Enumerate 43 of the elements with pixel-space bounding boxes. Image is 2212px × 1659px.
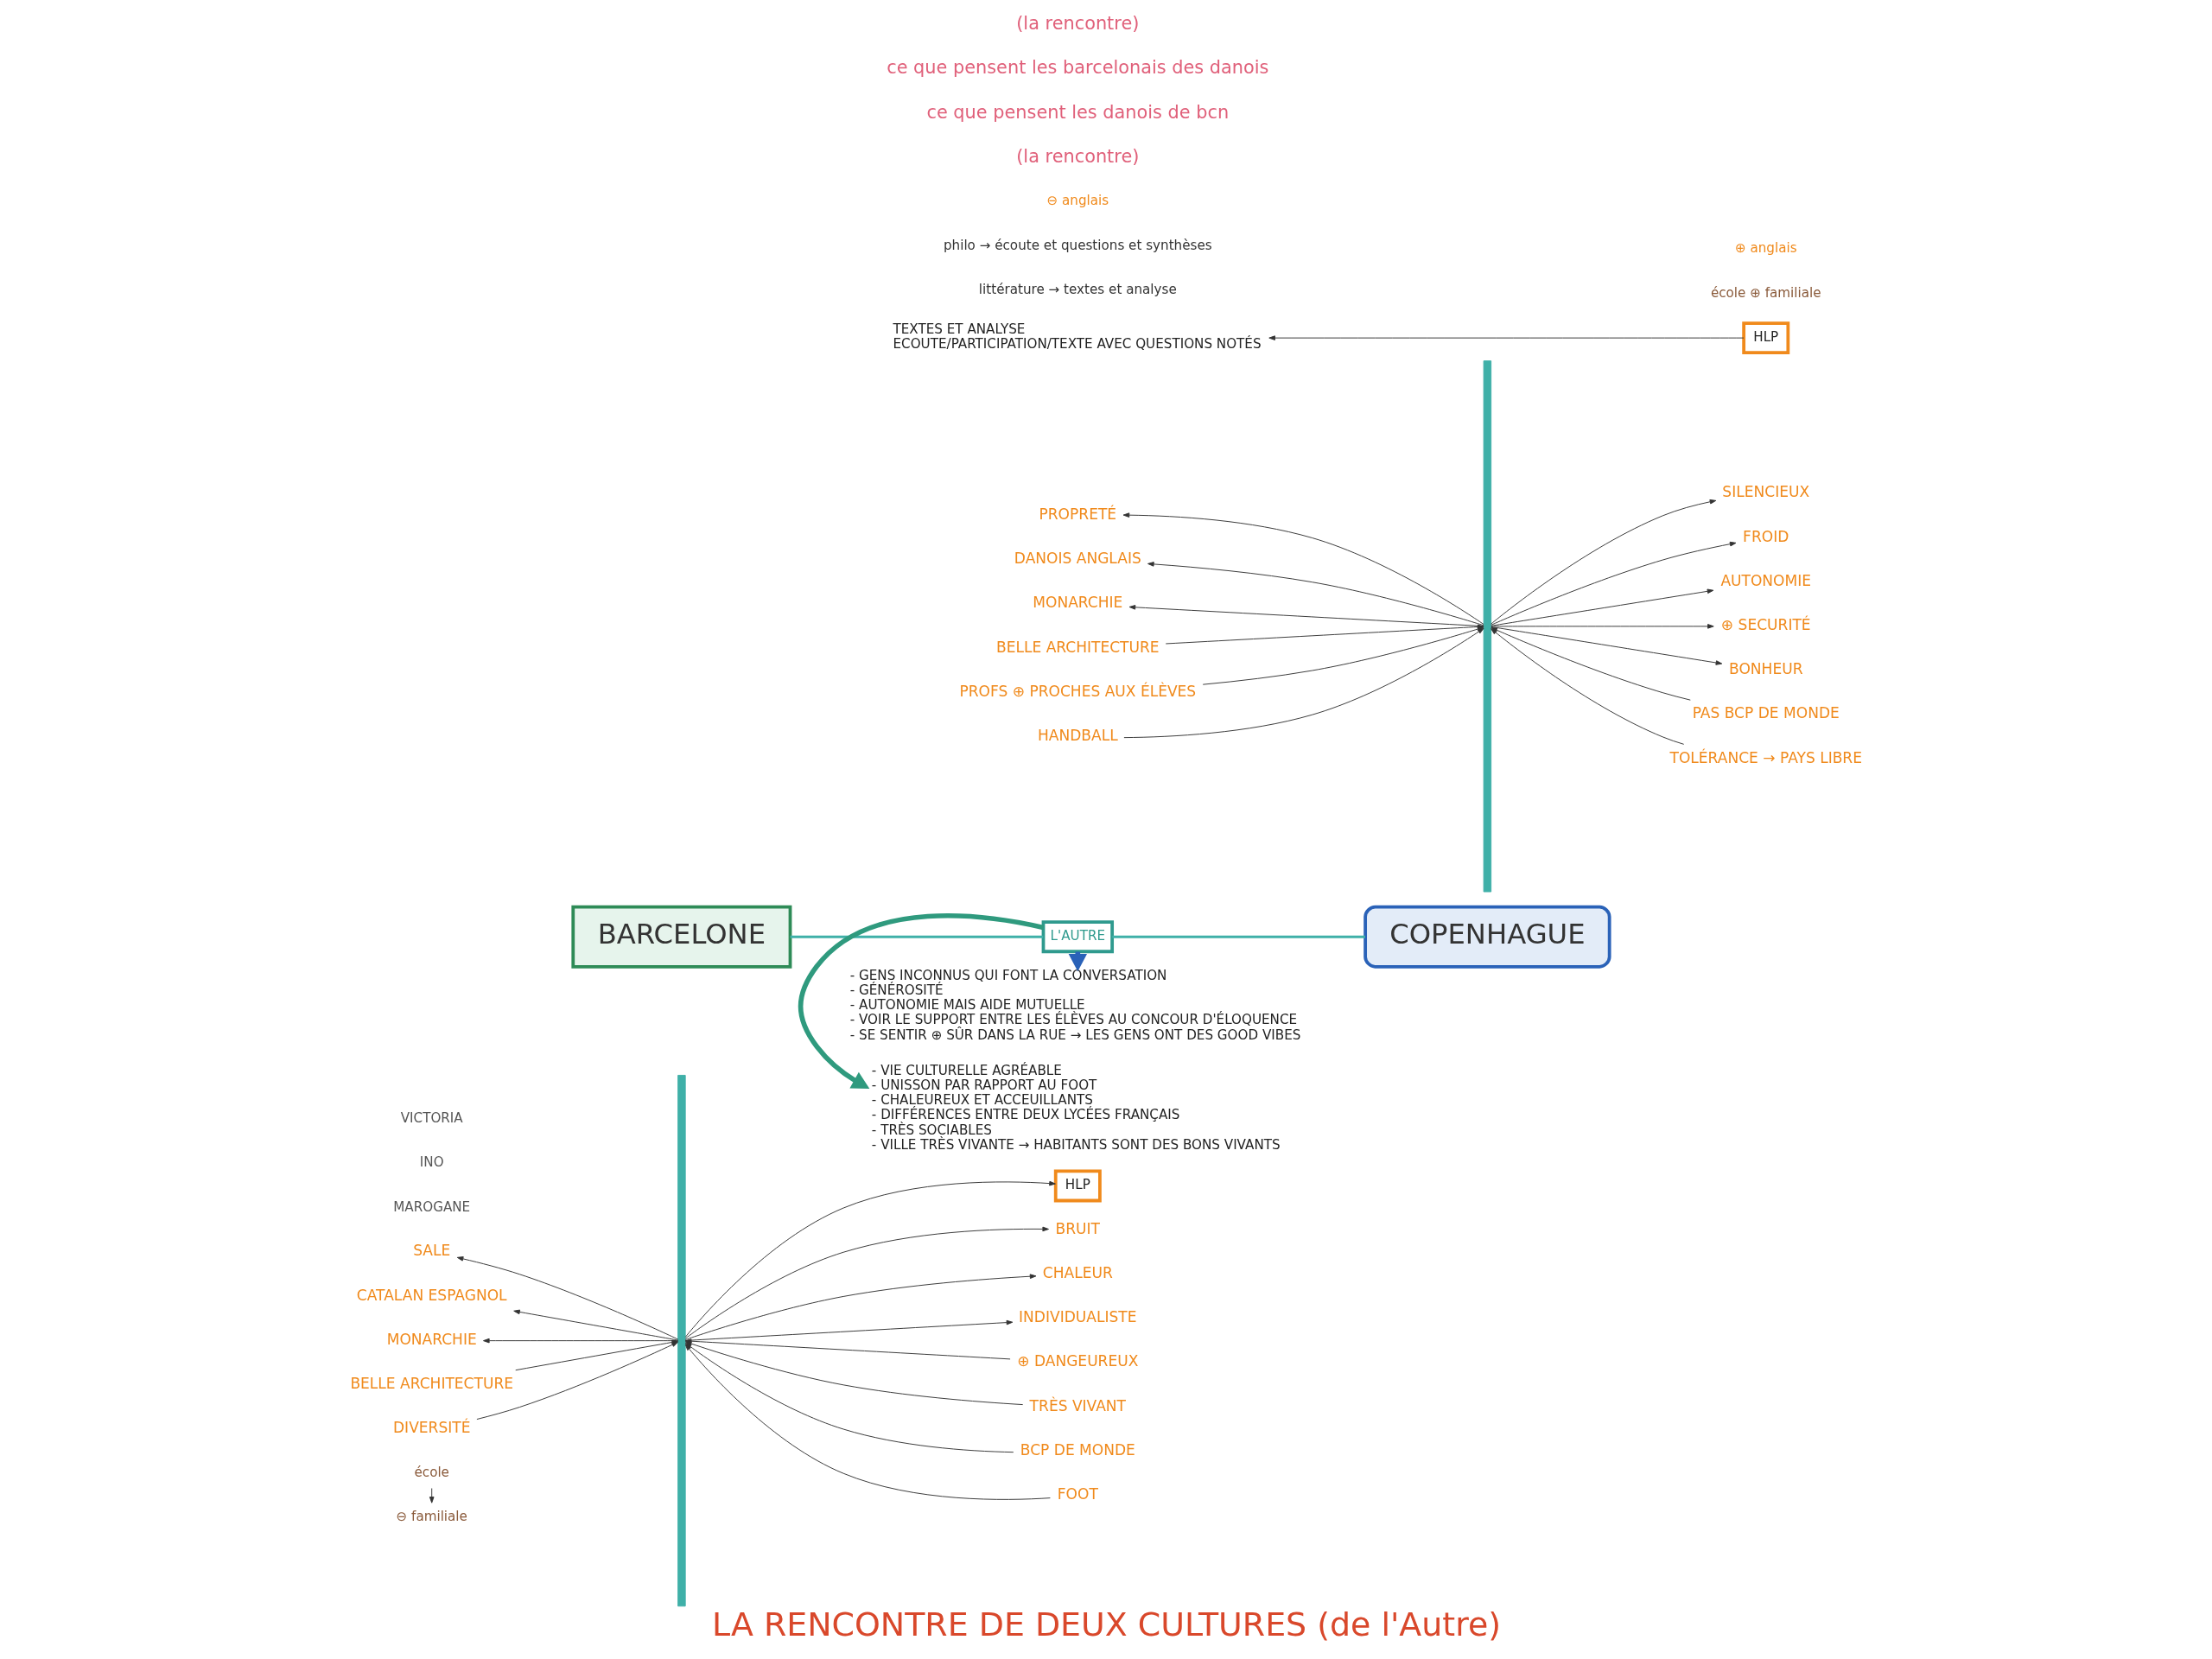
node-text: MONARCHIE: [1032, 594, 1122, 612]
node-text: BELLE ARCHITECTURE: [995, 638, 1160, 656]
node-text: TRÈS VIVANT: [1029, 1396, 1126, 1414]
node-text: CATALAN ESPAGNOL: [356, 1286, 507, 1304]
node-text: BCP DE MONDE: [1020, 1440, 1135, 1459]
node-text: PROFS ⊕ PROCHES AUX ÉLÈVES: [958, 682, 1196, 700]
node-text: - VIE CULTURELLE AGRÉABLE - UNISSON PAR RAPPORT AU FOOT - CHALEUREUX ET ACCEUILLANTS - DIFFÉRENCES ENTRE DEUX LYCÉES FRANÇAIS - TRÈS SOCIABLES - VILLE TRÈS VIVANTE → HABITANTS SONT DES BONS VIVANTS: [871, 1063, 1281, 1153]
node-text: FROID: [1742, 527, 1789, 545]
label: VICTORIA: [400, 1110, 463, 1127]
node-text: AUTONOMIE: [1719, 571, 1811, 589]
label: ⊕ anglais: [1734, 240, 1797, 257]
node-text: FOOT: [1057, 1485, 1098, 1503]
node-text: PAS BCP DE MONDE: [1692, 704, 1840, 722]
label: MAROGANE: [392, 1198, 470, 1215]
label: INO: [419, 1154, 444, 1171]
node-text: TEXTES ET ANALYSE ECOUTE/PARTICIPATION/TEXTE AVEC QUESTIONS NOTÉS: [893, 321, 1262, 353]
node-text: PROPRETÉ: [1039, 505, 1116, 524]
label: (la rencontre): [1015, 13, 1139, 35]
node-text: BONHEUR: [1728, 660, 1802, 678]
node-text: ⊕ SECURITÉ: [1720, 616, 1811, 634]
node-text: école: [413, 1464, 449, 1480]
node-text: ⊖ familiale: [396, 1509, 467, 1525]
node-text: ⊕ DANGEUREUX: [1016, 1352, 1138, 1370]
node-text: HANDBALL: [1037, 727, 1118, 745]
node-text: DIVERSITÉ: [392, 1419, 470, 1437]
label: ⊖ anglais: [1046, 193, 1109, 209]
node-text: BELLE ARCHITECTURE: [349, 1375, 513, 1392]
label: ce que pensent les barcelonais des danois: [886, 57, 1268, 79]
label: école ⊕ familiale: [1710, 284, 1821, 301]
node-text: - GENS INCONNUS QUI FONT LA CONVERSATION - GÉNÉROSITÉ - AUTONOMIE MAIS AIDE MUTUELLE - VOIR LE SUPPORT ENTRE LES ÉLÈVES AU CONCOUR D'ÉLOQUENCE - SE SENTIR ⊕ SÛR DANS LA RUE → LES GENS ONT DES GOOD VIBES: [849, 968, 1300, 1043]
diagram-title: LA RENCONTRE DE DEUX CULTURES (de l'Autre): [711, 1605, 1501, 1643]
node-text: MONARCHIE: [386, 1330, 477, 1348]
label: (la rencontre): [1015, 145, 1139, 167]
node-text: TOLÉRANCE → PAYS LIBRE: [1669, 748, 1862, 766]
label: ce que pensent les danois de bcn: [925, 101, 1229, 123]
node-text: SILENCIEUX: [1721, 483, 1809, 501]
node-text: INDIVIDUALISTE: [1018, 1308, 1137, 1326]
node-text: DANOIS ANGLAIS: [1014, 550, 1141, 568]
node-text: BRUIT: [1055, 1219, 1100, 1237]
label: philo → écoute et questions et synthèses: [943, 237, 1212, 253]
node-text: CHALEUR: [1042, 1264, 1113, 1282]
node-text: SALE: [412, 1242, 450, 1260]
label: littérature → textes et analyse: [978, 281, 1177, 297]
